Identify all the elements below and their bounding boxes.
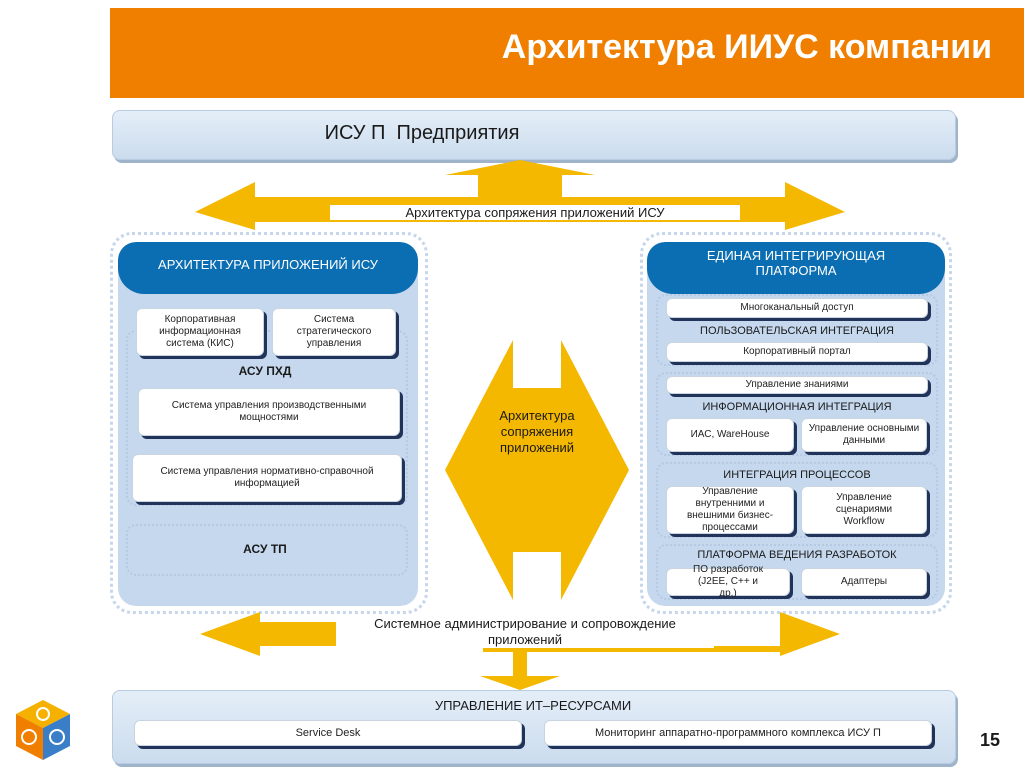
ias-box[interactable]: ИАС, WareHouse (666, 418, 794, 452)
user-integration-zone (656, 294, 938, 366)
bottom-link-label: Системное администрирование и сопровожде… (336, 616, 714, 648)
asu-tp-zone (126, 524, 408, 576)
kis-box[interactable]: Корпоративная информационная система (КИ… (136, 308, 264, 356)
capacity-box[interactable]: Система управления производственными мощ… (138, 388, 400, 436)
process-integration-label: ИНТЕГРАЦИЯ ПРОЦЕССОВ (723, 469, 871, 481)
right-panel-frame (640, 232, 952, 614)
dev-software-box[interactable]: ПО разработок (J2EE, C++ и др.) (666, 564, 790, 599)
monitoring-box[interactable]: Мониторинг аппаратно-программного компле… (544, 720, 932, 746)
left-panel-header: АРХИТЕКТУРА ПРИЛОЖЕНИЙ ИСУ (118, 242, 418, 294)
service-desk-box[interactable]: Service Desk (134, 720, 522, 746)
top-bar-label: ИСУ П Предприятия (324, 122, 520, 144)
title-banner (110, 8, 1024, 98)
portal-box[interactable]: Корпоративный портал (666, 342, 928, 362)
asu-pkhd-zone (126, 330, 408, 506)
bpm-box[interactable]: Управление внутренними и внешними бизнес… (666, 486, 794, 534)
page-title: Архитектура ИИУС компании (501, 28, 992, 66)
center-link-label: Архитектура сопряжения приложений (499, 408, 575, 455)
strategic-box[interactable]: Система стратегического управления (272, 308, 396, 356)
workflow-box[interactable]: Управление сценариями Workflow (801, 486, 927, 534)
info-integration-label: ИНФОРМАЦИОННАЯ ИНТЕГРАЦИЯ (702, 401, 892, 413)
adapters-box[interactable]: Адаптеры (801, 568, 927, 596)
company-logo (16, 700, 70, 760)
dev-platform-label: ПЛАТФОРМА ВЕДЕНИЯ РАЗРАБОТОК (697, 549, 897, 561)
info-integration-zone (656, 372, 938, 456)
dev-platform-zone (656, 544, 938, 600)
process-integration-zone (656, 462, 938, 538)
master-data-box[interactable]: Управление основными данными (801, 418, 927, 452)
top-link-label: Архитектура сопряжения приложений ИСУ (330, 205, 740, 220)
top-bar (112, 110, 956, 160)
left-panel-frame (110, 232, 428, 614)
knowledge-box[interactable]: Управление знаниями (666, 376, 928, 394)
asu-tp-label: АСУ ТП (243, 542, 287, 556)
asu-pkhd-label: АСУ ПХД (238, 364, 292, 378)
page-number: 15 (980, 730, 1001, 750)
bottom-bar-title: УПРАВЛЕНИЕ ИТ–РЕСУРСАМИ (434, 698, 632, 713)
multichannel-box[interactable]: Многоканальный доступ (666, 298, 928, 318)
user-integration-label: ПОЛЬЗОВАТЕЛЬСКАЯ ИНТЕГРАЦИЯ (700, 325, 894, 337)
right-panel-header: ЕДИНАЯ ИНТЕГРИРУЮЩАЯ ПЛАТФОРМА (647, 242, 945, 294)
nsi-box[interactable]: Система управления нормативно-справочной… (132, 454, 402, 502)
center-link-arrow (445, 340, 629, 600)
